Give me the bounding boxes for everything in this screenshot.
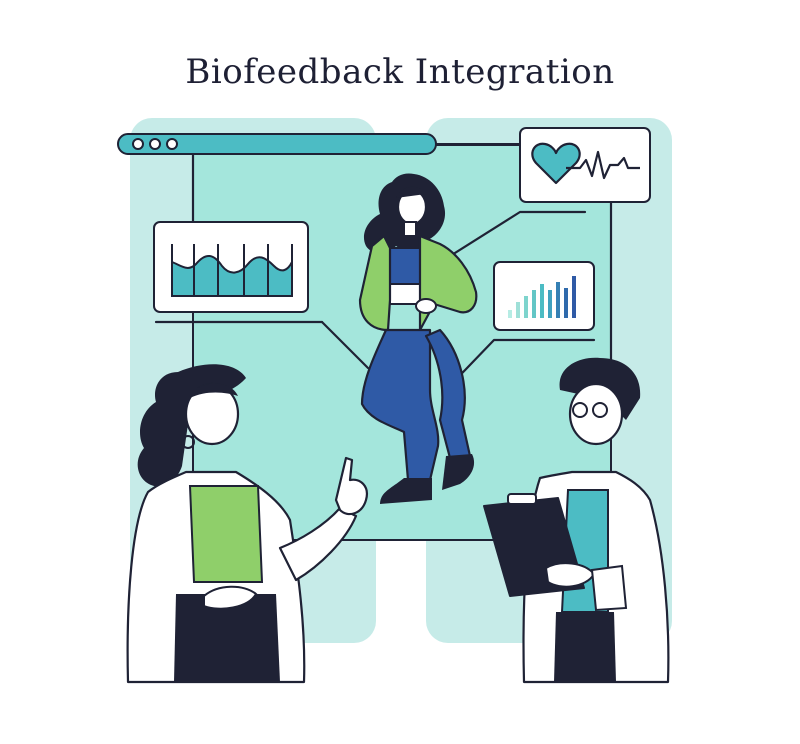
heart-rate-card (519, 127, 651, 203)
bar-chart-icon (508, 276, 576, 318)
pulse-line-icon (566, 150, 640, 180)
heart-icon (531, 142, 581, 185)
doctor-pointing (126, 364, 368, 684)
page-title: Biofeedback Integration (185, 52, 615, 92)
window-bar (117, 133, 520, 155)
bar-chart-card (493, 261, 595, 331)
doctor-with-clipboard (483, 357, 670, 684)
area-chart-card (153, 221, 309, 313)
area-chart-icon (171, 255, 293, 297)
three-dots-icon (132, 138, 178, 150)
patient-figure (358, 173, 478, 504)
